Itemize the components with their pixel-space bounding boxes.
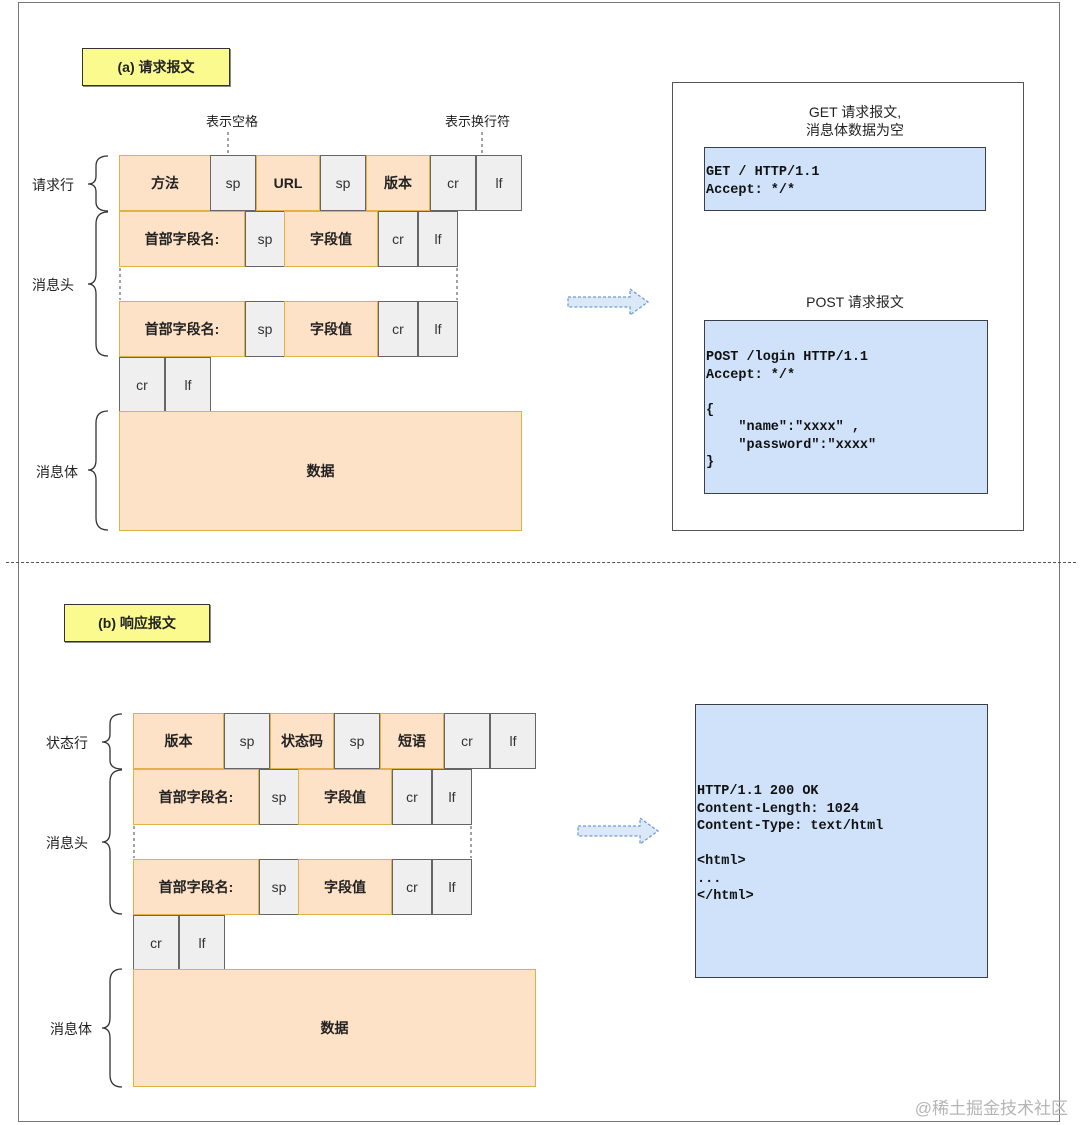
carriage-return-cell: cr bbox=[392, 769, 432, 825]
header-value-field: 字段值 bbox=[298, 859, 392, 915]
response-arrow-icon bbox=[577, 816, 660, 846]
header-value-field: 字段值 bbox=[284, 301, 378, 357]
line-feed-cell: lf bbox=[432, 769, 472, 825]
status-line-brace bbox=[101, 713, 123, 770]
response-example: HTTP/1.1 200 OK Content-Length: 1024 Con… bbox=[695, 704, 988, 978]
line-feed-cell: lf bbox=[432, 859, 472, 915]
url-field: URL bbox=[256, 155, 320, 211]
version-field: 版本 bbox=[133, 713, 224, 769]
blank-line-cr-cell: cr bbox=[119, 357, 165, 413]
line-feed-cell: lf bbox=[476, 155, 522, 211]
request-line-brace bbox=[87, 155, 109, 212]
response-body-data: 数据 bbox=[133, 969, 536, 1087]
space-cell: sp bbox=[224, 713, 270, 769]
header-name-field: 首部字段名: bbox=[133, 769, 259, 825]
post-request-example: POST /login HTTP/1.1 Accept: */* { "name… bbox=[704, 320, 988, 494]
line-feed-cell: lf bbox=[418, 301, 458, 357]
blank-line-lf-cell: lf bbox=[179, 915, 225, 971]
newline-annotation: 表示换行符 bbox=[445, 114, 511, 129]
carriage-return-cell: cr bbox=[378, 211, 418, 267]
space-cell: sp bbox=[334, 713, 380, 769]
get-request-example: GET / HTTP/1.1 Accept: */* bbox=[704, 147, 986, 211]
space-cell: sp bbox=[210, 155, 256, 211]
line-feed-cell: lf bbox=[418, 211, 458, 267]
space-annotation: 表示空格 bbox=[206, 114, 259, 129]
carriage-return-cell: cr bbox=[430, 155, 476, 211]
header-value-field: 字段值 bbox=[284, 211, 378, 267]
section-divider bbox=[6, 562, 1076, 563]
watermark: @稀土掘金技术社区 bbox=[914, 1099, 1068, 1118]
request-line-label: 请求行 bbox=[32, 177, 74, 193]
response-body-brace bbox=[101, 968, 123, 1088]
response-body-label: 消息体 bbox=[50, 1021, 92, 1037]
space-cell: sp bbox=[259, 859, 299, 915]
status-line-label: 状态行 bbox=[46, 735, 88, 751]
request-headers-label: 消息头 bbox=[32, 277, 74, 293]
response-headers-label: 消息头 bbox=[46, 835, 88, 851]
line-feed-cell: lf bbox=[490, 713, 536, 769]
version-field: 版本 bbox=[366, 155, 430, 211]
header-name-field: 首部字段名: bbox=[119, 301, 245, 357]
header-name-field: 首部字段名: bbox=[133, 859, 259, 915]
header-name-field: 首部字段名: bbox=[119, 211, 245, 267]
request-body-brace bbox=[87, 410, 109, 531]
request-section-title: (a) 请求报文 bbox=[82, 48, 230, 86]
response-section-title: (b) 响应报文 bbox=[64, 604, 210, 642]
request-arrow-icon bbox=[567, 287, 650, 317]
carriage-return-cell: cr bbox=[444, 713, 490, 769]
carriage-return-cell: cr bbox=[392, 859, 432, 915]
response-headers-brace bbox=[101, 769, 123, 915]
request-body-data: 数据 bbox=[119, 411, 522, 531]
carriage-return-cell: cr bbox=[378, 301, 418, 357]
header-value-field: 字段值 bbox=[298, 769, 392, 825]
status-code-field: 状态码 bbox=[270, 713, 334, 769]
get-example-caption: GET 请求报文, 消息体数据为空 bbox=[806, 104, 904, 138]
request-body-label: 消息体 bbox=[36, 464, 78, 480]
reason-phrase-field: 短语 bbox=[380, 713, 444, 769]
post-example-caption: POST 请求报文 bbox=[806, 294, 904, 310]
method-field: 方法 bbox=[119, 155, 211, 211]
space-cell: sp bbox=[320, 155, 366, 211]
request-headers-brace bbox=[87, 211, 109, 357]
